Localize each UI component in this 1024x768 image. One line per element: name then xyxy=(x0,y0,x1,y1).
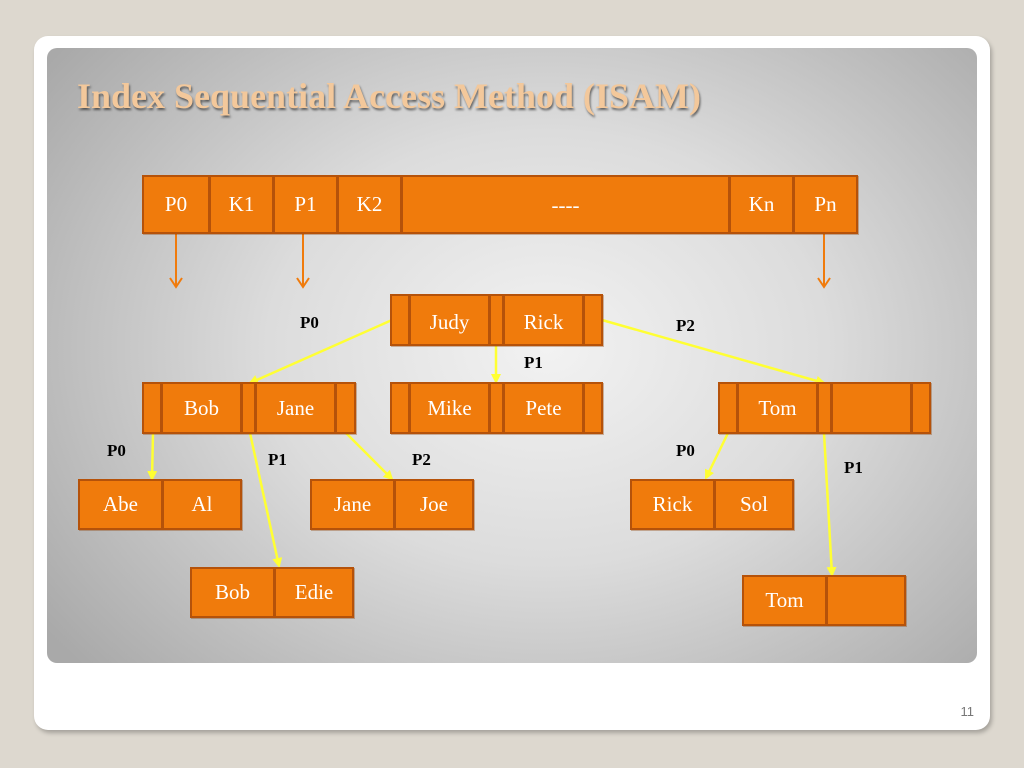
index-cell-kn: Kn xyxy=(728,177,792,232)
arrow-left-p1 xyxy=(248,432,283,568)
arrow-right-p1 xyxy=(822,432,837,577)
leaf-bob-edie: Bob Edie xyxy=(190,567,354,618)
leaf-key-edie: Edie xyxy=(273,569,352,616)
index-cell-p0: P0 xyxy=(164,192,188,216)
leaf-key-abe: Abe xyxy=(103,492,138,516)
leaf-key-rick: Rick xyxy=(652,492,693,516)
index-cell-k1: K1 xyxy=(208,177,272,232)
pointer-slot xyxy=(910,384,929,432)
index-cell-ellipsis: ---- xyxy=(400,177,728,232)
leaf-rick-sol: Rick Sol xyxy=(630,479,794,530)
arrow-right-p0 xyxy=(704,432,730,480)
leaf-abe-al: Abe Al xyxy=(78,479,242,530)
pointer-slot xyxy=(582,296,601,344)
node-key-mike: Mike xyxy=(408,384,488,432)
label-root-p2: P2 xyxy=(676,316,695,335)
label-left-p1: P1 xyxy=(268,450,287,469)
pointer-slot xyxy=(240,384,254,432)
pointer-slot xyxy=(334,384,354,432)
arrow-left-p2 xyxy=(345,432,394,481)
leaf-key-jane: Jane xyxy=(333,492,372,516)
node-mike-pete: Mike Pete xyxy=(390,382,603,434)
arrow-left-p0 xyxy=(147,432,158,481)
leaf-key-joe: Joe xyxy=(393,481,472,528)
node-key-jane: Jane xyxy=(254,384,334,432)
pointer-slot xyxy=(392,384,408,432)
slide-title: Index Sequential Access Method (ISAM) xyxy=(77,76,702,116)
slide-panel xyxy=(47,48,977,663)
node-key-empty xyxy=(830,384,910,432)
node-bob-jane: Bob Jane xyxy=(142,382,356,434)
node-key-pete: Pete xyxy=(502,384,582,432)
node-tom: Tom xyxy=(718,382,931,434)
index-arrowhead-p1 xyxy=(296,277,310,289)
root-key-rick: Rick xyxy=(502,296,582,344)
root-node: Judy Rick xyxy=(390,294,603,346)
pointer-slot xyxy=(392,296,408,344)
label-right-p1: P1 xyxy=(844,458,863,477)
arrow-root-p0 xyxy=(248,318,393,385)
leaf-jane-joe: Jane Joe xyxy=(310,479,474,530)
arrow-root-p2 xyxy=(601,318,826,386)
index-pointer-arrows xyxy=(169,234,831,289)
leaf-key-tom: Tom xyxy=(765,588,804,612)
label-left-p0: P0 xyxy=(107,441,126,460)
leaf-tom: Tom xyxy=(742,575,906,626)
label-right-p0: P0 xyxy=(676,441,695,460)
pointer-slot xyxy=(488,384,502,432)
label-root-p1: P1 xyxy=(524,353,543,372)
pointer-slot xyxy=(582,384,601,432)
node-key-bob: Bob xyxy=(160,384,240,432)
leaf-key-bob: Bob xyxy=(214,580,250,604)
index-arrowhead-pn xyxy=(817,277,831,289)
pointer-slot xyxy=(720,384,736,432)
index-block: P0 K1 P1 K2 ---- Kn Pn xyxy=(142,175,858,234)
leaf-key-sol: Sol xyxy=(713,481,792,528)
tree-pointer-arrows xyxy=(147,318,837,577)
pointer-slot xyxy=(816,384,830,432)
label-root-p0: P0 xyxy=(300,313,319,332)
leaf-key-empty xyxy=(825,577,904,624)
index-arrowhead-p0 xyxy=(169,277,183,289)
root-key-judy: Judy xyxy=(408,296,488,344)
pointer-slot xyxy=(144,384,160,432)
index-cell-pn: Pn xyxy=(792,177,856,232)
node-key-tom: Tom xyxy=(736,384,816,432)
pointer-slot xyxy=(488,296,502,344)
leaf-key-al: Al xyxy=(161,481,240,528)
page-number: 11 xyxy=(960,704,975,719)
label-left-p2: P2 xyxy=(412,450,431,469)
index-cell-p1: P1 xyxy=(272,177,336,232)
index-cell-k2: K2 xyxy=(336,177,400,232)
